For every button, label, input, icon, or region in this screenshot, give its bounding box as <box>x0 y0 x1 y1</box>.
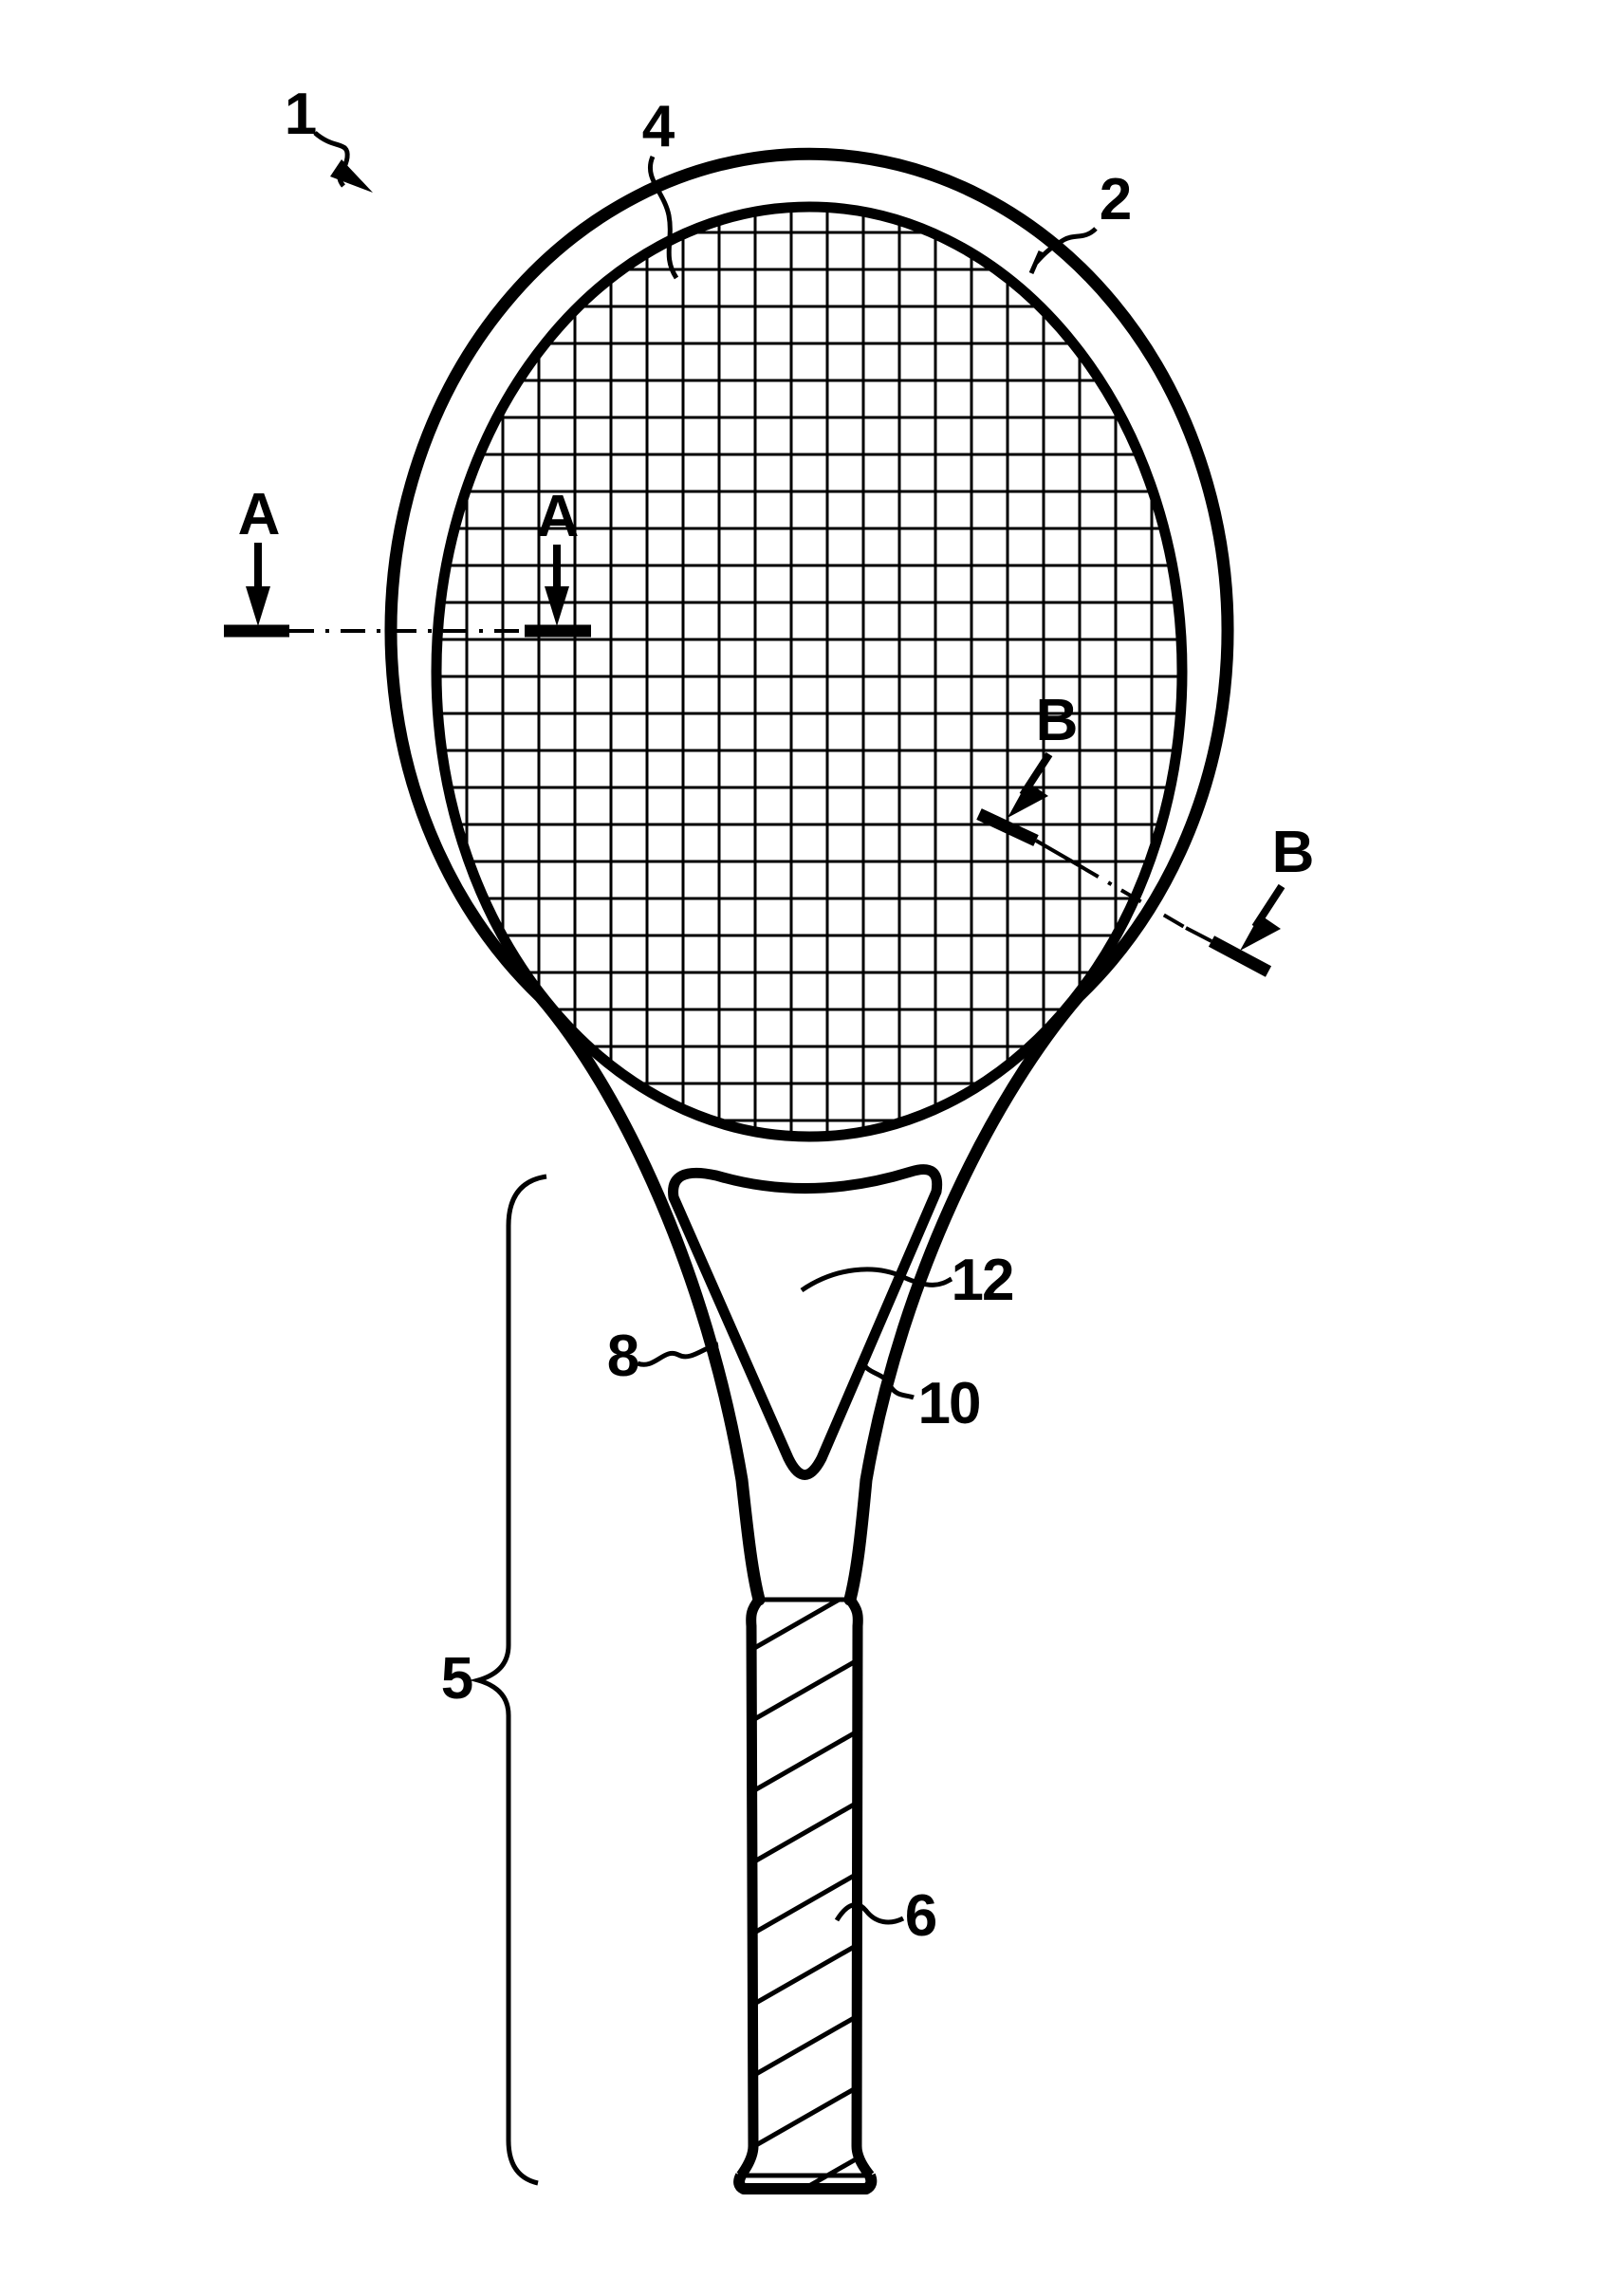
leader-2 <box>1034 227 1098 265</box>
label-grip-6: 6 <box>904 1883 938 1949</box>
leader-6 <box>834 1902 905 1925</box>
racket-outer-outline <box>384 147 1234 1606</box>
label-throat-right-10: 10 <box>917 1371 982 1436</box>
section-line-a <box>224 543 591 638</box>
label-section-a-left: A <box>237 482 281 547</box>
head-frame-inner-edge <box>431 201 1188 1142</box>
leader-1-arrowhead <box>330 159 373 193</box>
string-grid <box>441 212 1177 1132</box>
leader-10 <box>858 1358 915 1400</box>
grip-right-edge <box>845 1596 875 2179</box>
leader-8 <box>637 1342 719 1367</box>
label-throat-bridge-12: 12 <box>951 1248 1015 1313</box>
section-a-right-arrowhead <box>545 586 569 626</box>
label-throat-left-8: 8 <box>606 1324 640 1389</box>
throat-opening <box>668 1164 943 1480</box>
label-section-a-right: A <box>536 484 580 549</box>
brace-5 <box>469 1174 547 2186</box>
leader-lines <box>313 131 1098 2186</box>
leader-2-tick <box>1028 250 1044 274</box>
section-b-lower-arrowhead <box>1240 915 1281 951</box>
section-a-left-arrowhead <box>246 586 270 626</box>
section-line-b <box>976 751 1285 977</box>
leader-12 <box>800 1267 953 1293</box>
label-section-b-upper: B <box>1035 688 1079 753</box>
section-b-dash-dot <box>1077 863 1188 930</box>
section-b-lower-bar <box>1208 935 1272 977</box>
label-section-b-lower: B <box>1271 820 1315 885</box>
leader-4 <box>648 156 679 280</box>
grip-left-edge <box>736 1596 764 2179</box>
label-head-frame-2: 2 <box>1099 167 1133 232</box>
butt-cap-bottom <box>733 2173 878 2194</box>
section-b-upper-arrowhead <box>1008 782 1048 818</box>
section-b-upper-bar <box>976 808 1039 846</box>
section-b-thin-upper <box>1034 839 1081 867</box>
label-strings-4: 4 <box>641 94 675 159</box>
label-racket-1: 1 <box>284 82 318 147</box>
label-shaft-5: 5 <box>440 1646 474 1712</box>
section-b-thin-lower <box>1185 926 1212 943</box>
